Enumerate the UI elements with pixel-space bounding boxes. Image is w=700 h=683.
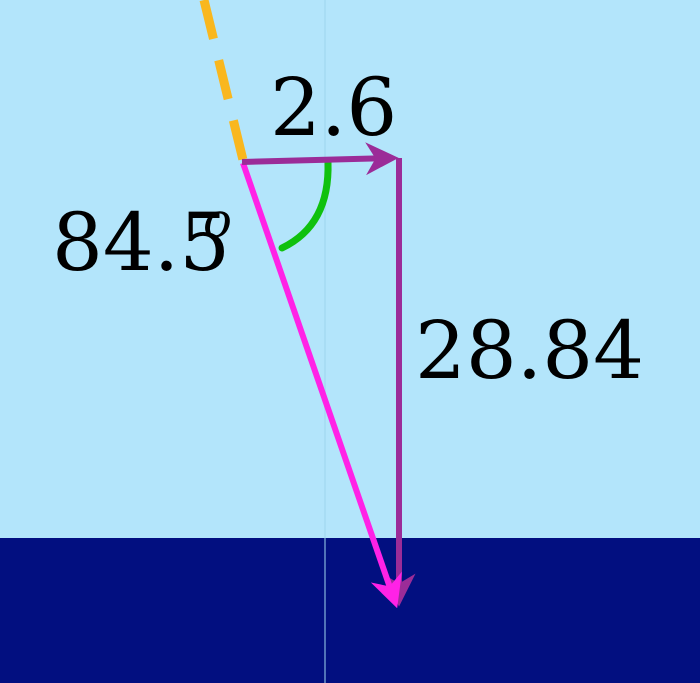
horizontal-component-label: 2.6 [270,61,397,154]
resultant-vector [240,162,402,609]
angle-arc [278,158,332,252]
horizontal-component-vector [241,142,399,176]
vertical-component-label: 28.84 [415,304,644,397]
dashed-incoming-line [199,0,248,162]
angle-unit-label: o [203,193,232,249]
angle-value-label: 84.5 [52,196,230,289]
sky-background [0,0,700,540]
ground [0,538,700,683]
